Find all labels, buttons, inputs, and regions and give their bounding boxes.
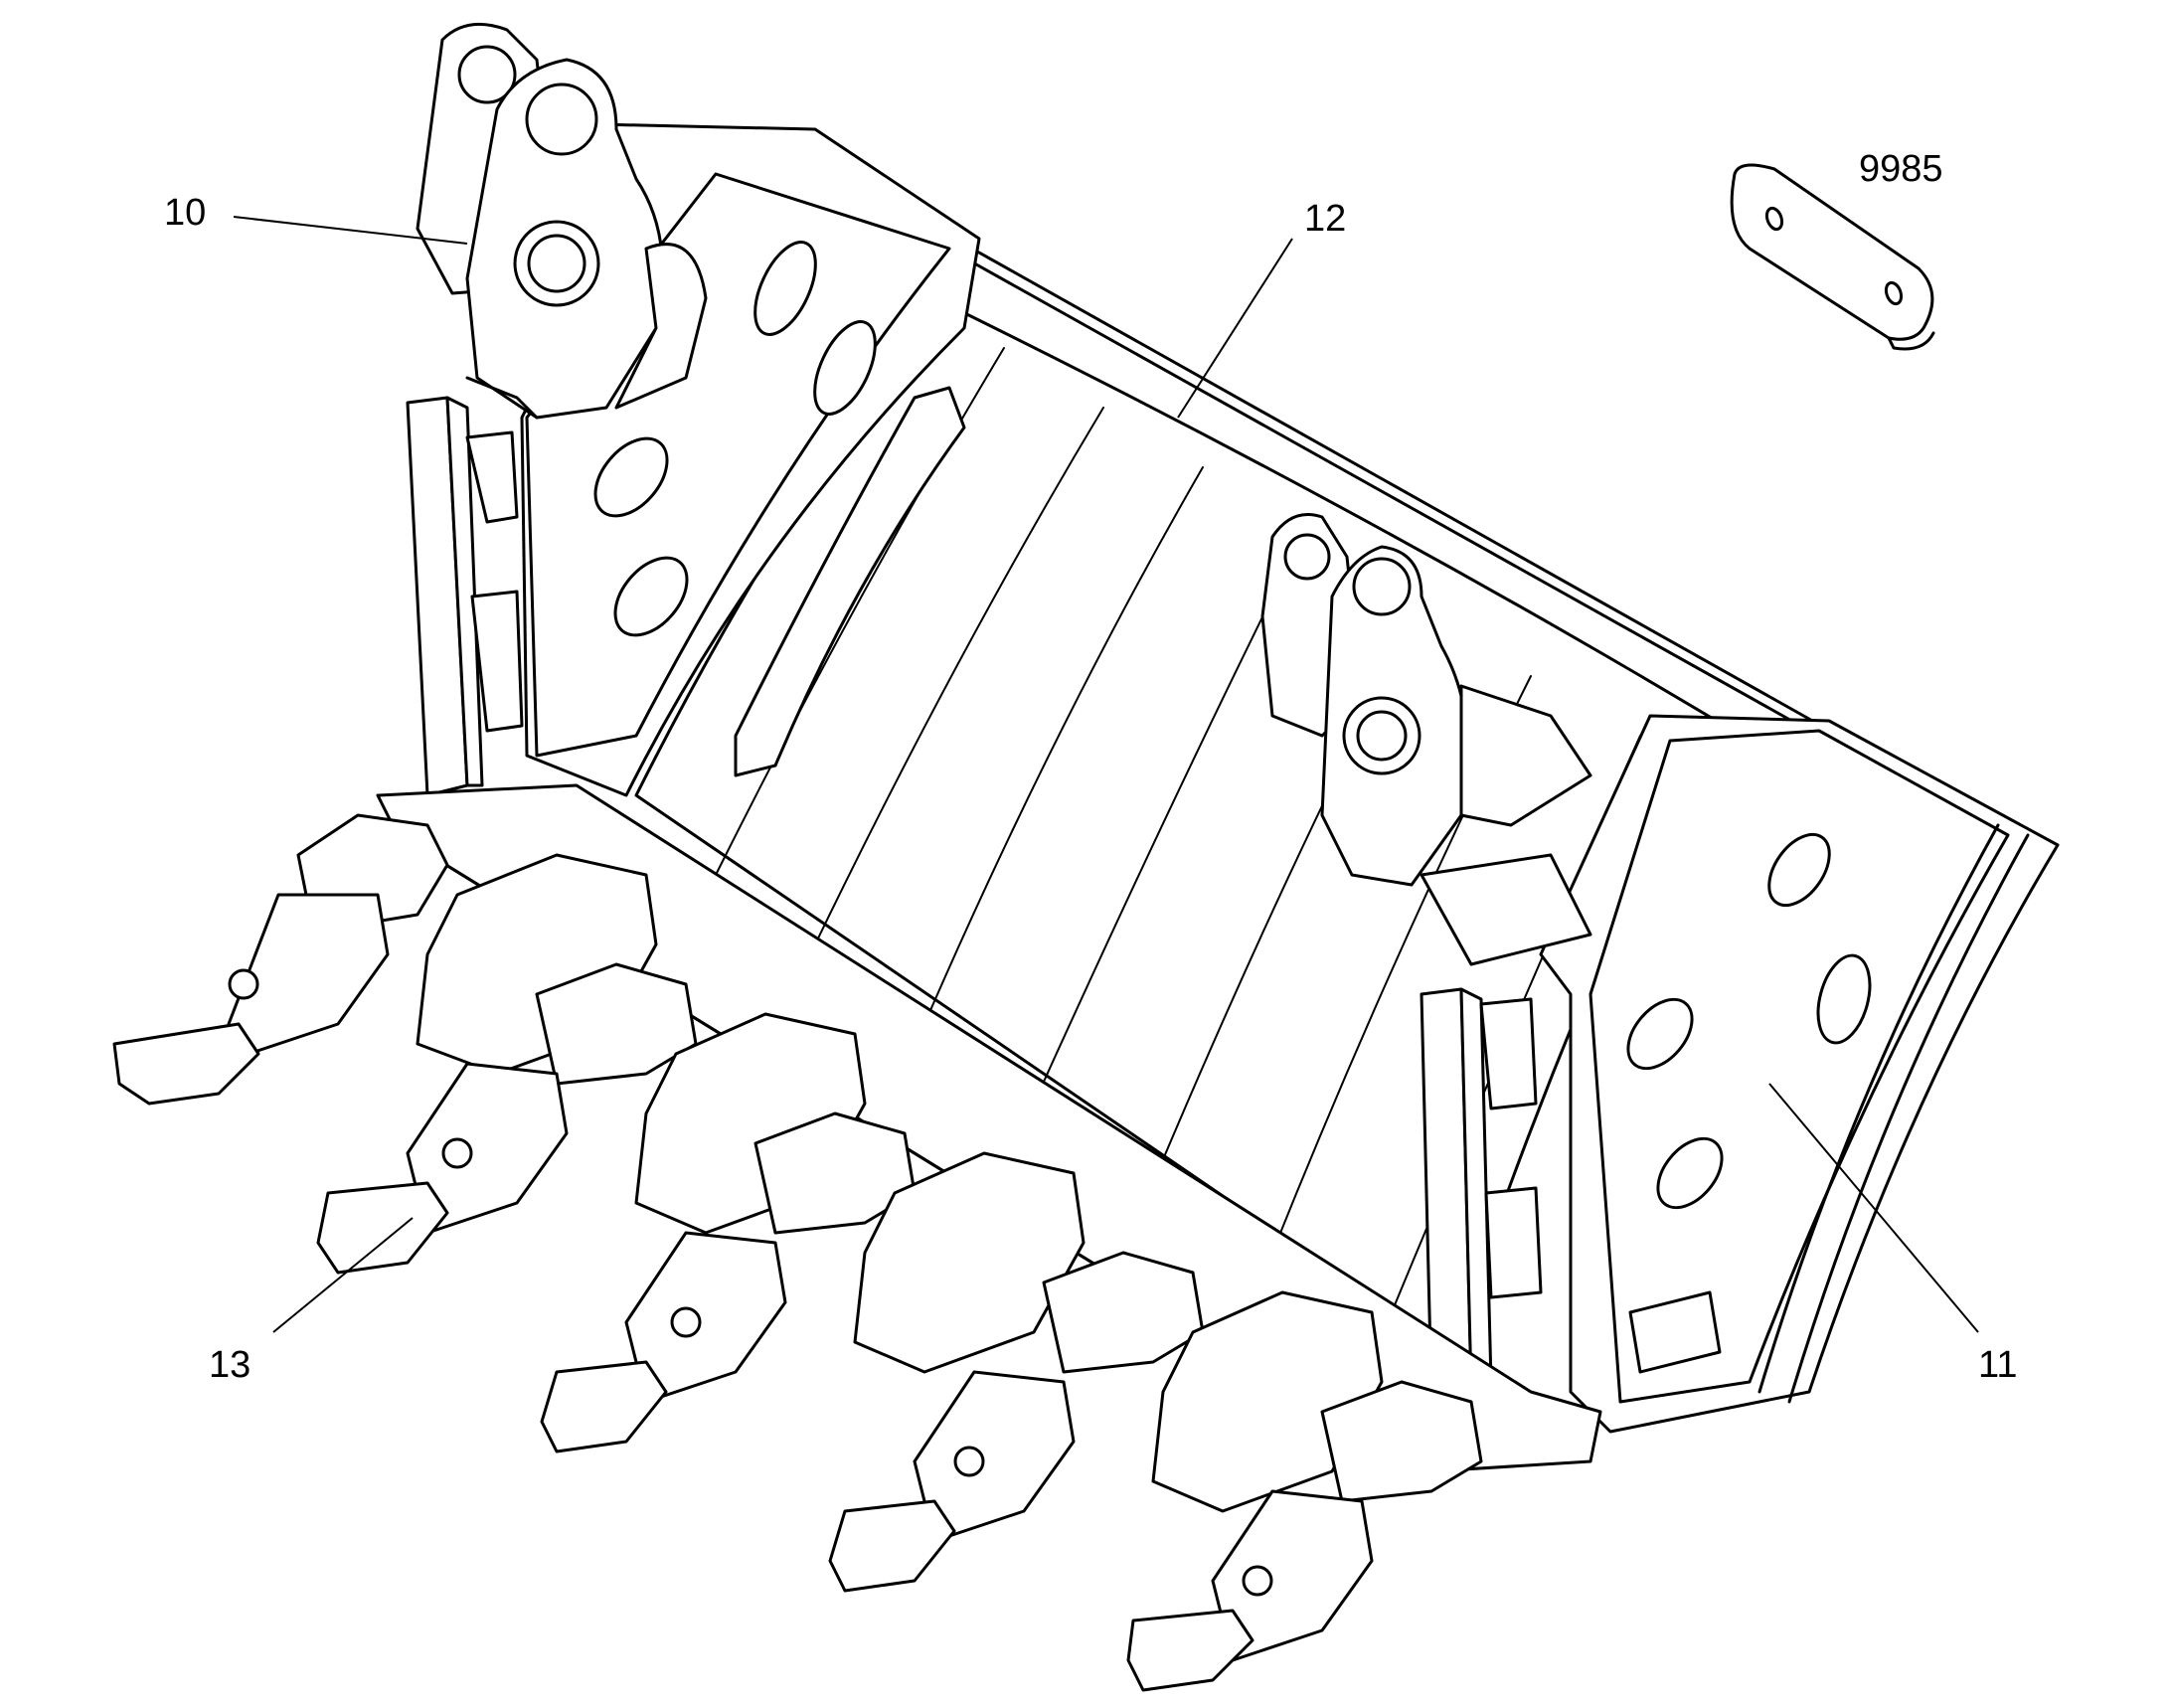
tooth — [112, 813, 449, 1106]
callout-12: 12 — [1304, 198, 1346, 240]
plate-hole — [1767, 832, 1831, 908]
tooth — [1126, 1290, 1483, 1692]
plate-hole — [613, 556, 689, 637]
callout-9985: 9985 — [1859, 148, 1943, 190]
spacer-plate-9985 — [1730, 163, 1935, 351]
plate-hole — [1656, 1136, 1724, 1210]
plate-hole — [1816, 953, 1872, 1045]
plate-hole — [1626, 997, 1694, 1071]
callout-leaders — [233, 216, 1979, 1333]
tooth — [540, 1012, 917, 1453]
right-wear-strip — [1420, 987, 1543, 1394]
callout-11: 11 — [1978, 1344, 2017, 1386]
plate-hole — [593, 436, 669, 518]
tooth — [316, 853, 698, 1275]
plate-hole — [753, 241, 817, 336]
left-wear-strip — [406, 396, 524, 797]
callout-13: 13 — [209, 1344, 251, 1386]
plate-hole — [813, 320, 877, 416]
bucket-teeth — [112, 813, 1483, 1692]
callout-10: 10 — [164, 192, 206, 234]
right-side-plate — [1539, 714, 2060, 1434]
right-hinge-bracket — [1260, 513, 1592, 966]
left-hinge-bracket — [416, 22, 708, 420]
tooth — [828, 1151, 1205, 1593]
